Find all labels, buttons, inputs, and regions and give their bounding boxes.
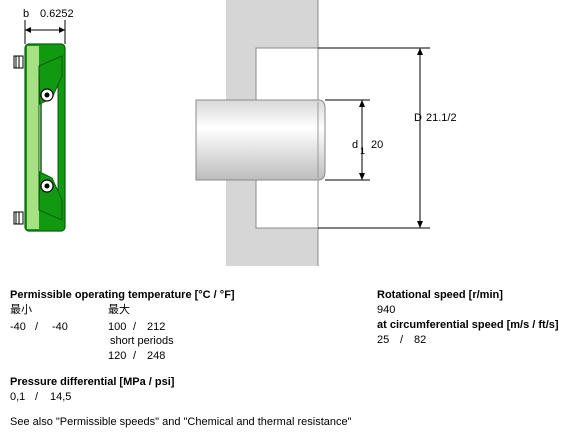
D-label: D	[414, 112, 422, 124]
circumferential-speed-fts: 82	[414, 334, 427, 346]
seal-diagram	[13, 0, 430, 266]
temperature-max-f: 212	[147, 321, 166, 333]
lower-spring-core	[44, 183, 50, 189]
d1-value: 20	[371, 139, 384, 151]
pressure-heading: Pressure differential [MPa / psi]	[10, 376, 175, 388]
seal-cross-section	[13, 43, 66, 232]
temperature-max-label: 最大	[108, 304, 130, 316]
temperature-min-label: 最小	[10, 304, 32, 316]
temperature-min-f: -40	[52, 321, 68, 333]
b-value: 0.6252	[40, 8, 74, 20]
upper-spring-core	[44, 92, 50, 98]
circumferential-speed-heading: at circumferential speed [m/s / ft/s]	[377, 319, 559, 331]
rotational-speed-value: 940	[377, 304, 396, 316]
see-also-note: See also "Permissible speeds" and "Chemi…	[10, 416, 352, 428]
circumferential-speed-sep: /	[400, 334, 404, 346]
temperature-sep-1: /	[35, 321, 39, 333]
b-label: b	[23, 8, 30, 20]
b-dimension	[24, 20, 66, 44]
d1-dimension	[325, 99, 370, 181]
rotational-speed-heading: Rotational speed [r/min]	[377, 289, 503, 301]
shaft	[195, 99, 326, 181]
temperature-short-f: 248	[147, 350, 166, 362]
pressure-sep: /	[35, 391, 39, 403]
d1-subscript: 1	[360, 146, 366, 156]
D-dimension	[318, 47, 430, 229]
short-periods-label: short periods	[110, 335, 174, 347]
seal-outer-layer	[27, 46, 39, 229]
D-value: 21.1/2	[426, 112, 457, 124]
pressure-mpa: 0,1	[10, 391, 26, 403]
circumferential-speed-ms: 25	[377, 334, 390, 346]
pressure-psi: 14,5	[50, 391, 72, 403]
housing-assembly	[195, 0, 326, 266]
temperature-max-c: 100	[108, 321, 127, 333]
temperature-sep-3: /	[133, 350, 137, 362]
temperature-sep-2: /	[133, 321, 137, 333]
d1-label: d	[352, 139, 359, 151]
temperature-short-c: 120	[108, 350, 127, 362]
temperature-min-c: -40	[10, 321, 26, 333]
temperature-heading: Permissible operating temperature [°C / …	[10, 289, 235, 301]
